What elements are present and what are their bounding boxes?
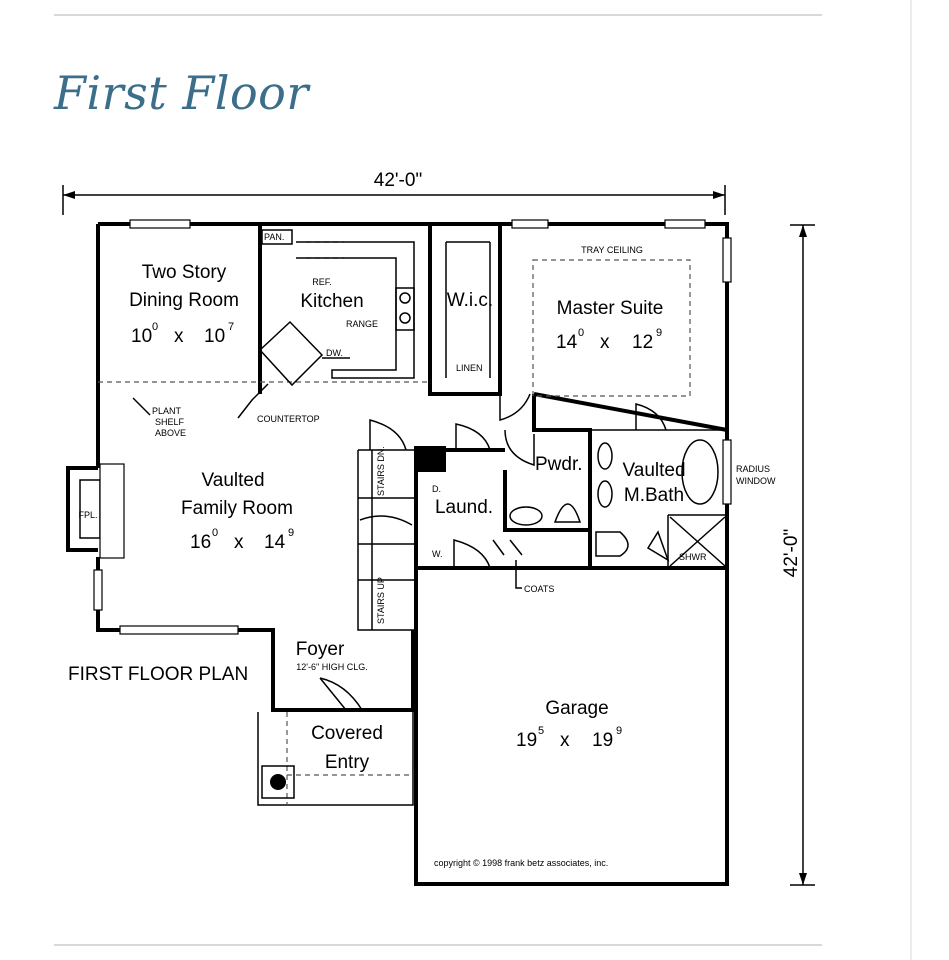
dining-dim-w-sup: 0 — [152, 321, 158, 333]
dining-dim-x: x — [174, 326, 184, 347]
dining-dim-d-sup: 7 — [228, 321, 234, 333]
width-dimension: 42'-0" — [62, 170, 726, 215]
mbath-name-1: Vaulted — [622, 460, 685, 481]
master-name: Master Suite — [557, 298, 664, 319]
kitchen-name: Kitchen — [300, 291, 363, 312]
plan-label: FIRST FLOOR PLAN — [68, 664, 248, 685]
pwdr-name: Pwdr. — [535, 454, 583, 475]
foyer-note: 12'-6" HIGH CLG. — [296, 662, 367, 672]
countertop-note: COUNTERTOP — [257, 414, 320, 424]
master-dim-d: 12 — [632, 332, 653, 353]
dining-dim-w: 10 — [131, 326, 152, 347]
garage-dim-d: 19 — [592, 730, 613, 751]
depth-label: 42'-0" — [781, 529, 802, 577]
garage-dim-d-sup: 9 — [616, 725, 622, 737]
garage-dim-x: x — [560, 730, 570, 751]
coats-note: COATS — [524, 584, 554, 594]
master-dim-w-sup: 0 — [578, 327, 584, 339]
bath-fixtures — [509, 439, 719, 562]
windows — [93, 219, 732, 635]
stairs-up-label: STAIRS UP — [376, 577, 386, 624]
kitchen-range: RANGE — [346, 319, 378, 329]
garage-name: Garage — [545, 698, 608, 719]
stairs — [358, 450, 416, 630]
master-dim-d-sup: 9 — [656, 327, 662, 339]
shower-label: SHWR — [679, 552, 707, 562]
radius-window-1: RADIUS — [736, 464, 770, 474]
kitchen-dw: DW. — [326, 348, 343, 358]
dashed-features — [98, 241, 691, 805]
bottom-divider — [54, 944, 822, 946]
depth-dimension: 42'-0" — [781, 224, 815, 886]
kitchen-ref: REF. — [312, 277, 332, 287]
foyer-name: Foyer — [296, 639, 345, 660]
dining-name-2: Dining Room — [129, 290, 239, 311]
room-labels: Two Story Dining Room 10 0 x 10 7 Kitche… — [78, 232, 707, 773]
garage-dim-w-sup: 5 — [538, 725, 544, 737]
fireplace-label: FPL. — [78, 510, 97, 520]
scroll-track[interactable] — [910, 0, 912, 960]
stairs-down-label: STAIRS DN. — [376, 446, 386, 496]
family-dim-w: 16 — [190, 532, 211, 553]
garage-dim-w: 19 — [516, 730, 537, 751]
entry-name-2: Entry — [325, 752, 370, 773]
copyright-note: copyright © 1998 frank betz associates, … — [434, 858, 608, 868]
width-label: 42'-0" — [374, 170, 422, 191]
washer-label: W. — [432, 549, 443, 559]
doors — [319, 393, 667, 711]
entry-column — [261, 765, 295, 799]
family-dim-w-sup: 0 — [212, 527, 218, 539]
master-dim-w: 14 — [556, 332, 578, 353]
wic-linen: LINEN — [456, 363, 483, 373]
interior-walls — [257, 224, 728, 806]
page-title: First Floor — [54, 66, 309, 120]
note-leaders — [132, 383, 522, 589]
radius-window-2: WINDOW — [736, 476, 776, 486]
kitchen-pan: PAN. — [264, 232, 284, 242]
master-dim-x: x — [600, 332, 610, 353]
plant-shelf-2: SHELF — [155, 417, 185, 427]
dining-dim-d: 10 — [204, 326, 225, 347]
kitchen-counters — [258, 229, 415, 387]
family-name-2: Family Room — [181, 498, 293, 519]
entry-name-1: Covered — [311, 723, 383, 744]
family-dim-d-sup: 9 — [288, 527, 294, 539]
wic-name: W.i.c. — [447, 290, 493, 311]
dryer-label: D. — [432, 484, 441, 494]
top-divider — [54, 14, 822, 16]
closet-shelving — [445, 241, 491, 378]
plant-shelf-3: ABOVE — [155, 428, 186, 438]
tray-ceiling: TRAY CEILING — [581, 245, 643, 255]
family-dim-x: x — [234, 532, 244, 553]
exterior-walls — [66, 222, 729, 886]
dining-name-1: Two Story — [142, 262, 227, 283]
plant-shelf-1: PLANT — [152, 406, 182, 416]
family-dim-d: 14 — [264, 532, 286, 553]
laund-name: Laund. — [435, 497, 493, 518]
mbath-name-2: M.Bath — [624, 485, 684, 506]
family-name-1: Vaulted — [201, 470, 264, 491]
plan-notes: PLANT SHELF ABOVE COUNTERTOP RADIUS WIND… — [68, 406, 776, 868]
